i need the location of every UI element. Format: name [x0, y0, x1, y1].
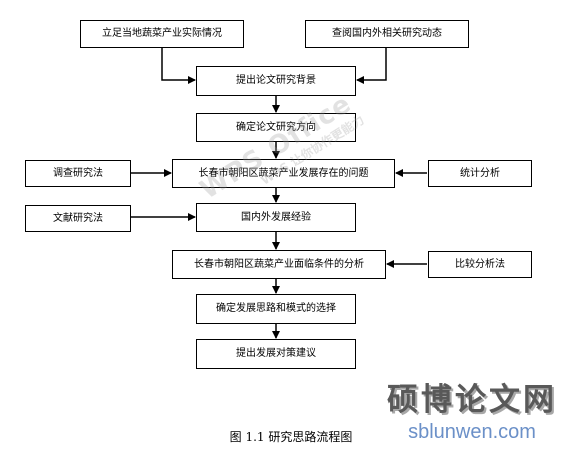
box-local-industry: 立足当地蔬菜产业实际情况	[80, 20, 244, 48]
box-method-literature: 文献研究法	[25, 205, 131, 232]
site-logo-url: sblunwen.com	[408, 421, 536, 443]
site-logo: 硕博论文网 sblunwen.com	[372, 374, 572, 444]
site-logo-name: 硕博论文网	[387, 382, 557, 418]
box-conditions-analysis: 长春市朝阳区蔬菜产业面临条件的分析	[172, 250, 386, 279]
box-industry-problems: 长春市朝阳区蔬菜产业发展存在的问题	[172, 159, 395, 188]
box-research-background: 提出论文研究背景	[196, 66, 356, 96]
box-method-survey: 调查研究法	[25, 160, 131, 187]
figure-caption: 图 1.1 研究思路流程图	[229, 430, 353, 444]
box-research-direction: 确定论文研究方向	[196, 113, 356, 142]
box-literature-review: 查阅国内外相关研究动态	[305, 20, 469, 48]
box-development-path: 确定发展思路和模式的选择	[196, 294, 356, 324]
box-method-statistics: 统计分析	[428, 160, 532, 187]
box-policy-suggestions: 提出发展对策建议	[196, 339, 356, 369]
arrow-topright-to-background	[356, 48, 387, 84]
arrow-topleft-to-background	[161, 48, 196, 84]
box-method-comparison: 比较分析法	[428, 251, 532, 278]
box-domestic-foreign-experience: 国内外发展经验	[196, 203, 356, 232]
